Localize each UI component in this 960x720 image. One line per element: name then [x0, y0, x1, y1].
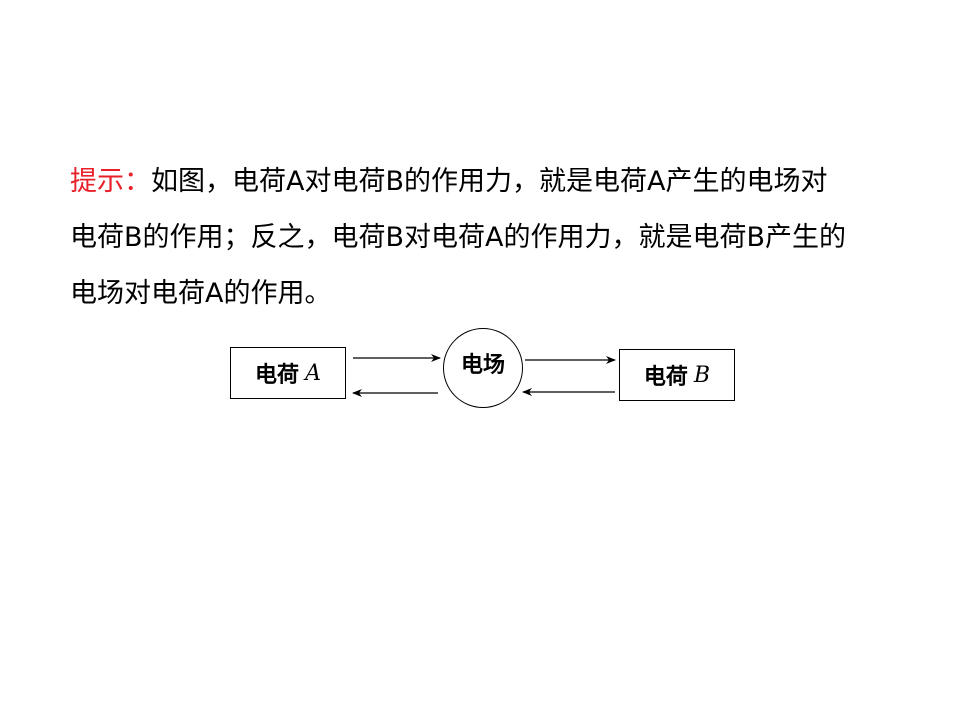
charge-a-label: 电荷 [255, 363, 300, 388]
charge-b-var: B [693, 362, 711, 388]
electric-field-circle: 电场 [443, 328, 523, 408]
hint-line-2: 电荷B的作用；反之，电荷B对电荷A的作用力，就是电荷B产生的 [70, 222, 847, 253]
hint-line-1: 提示：如图，电荷A对电荷B的作用力，就是电荷A产生的电场对 [70, 154, 900, 210]
hint-line-1-text: 如图，电荷A对电荷B的作用力，就是电荷A产生的电场对 [151, 166, 828, 197]
hint-line-3: 电场对电荷A的作用。 [70, 278, 332, 309]
charge-b-label: 电荷 [643, 365, 688, 390]
charge-a-var: A [305, 360, 321, 386]
hint-label: 提示： [70, 166, 151, 197]
field-label: 电场 [460, 353, 505, 378]
hint-paragraph: 提示：如图，电荷A对电荷B的作用力，就是电荷A产生的电场对 电荷B的作用；反之，… [70, 154, 900, 322]
